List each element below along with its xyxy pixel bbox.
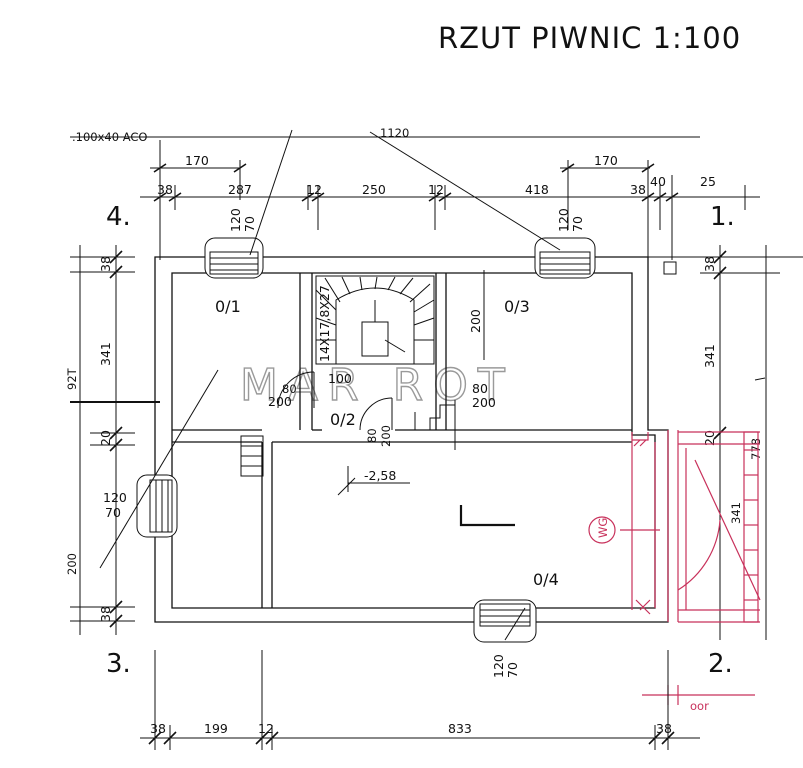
door-swings xyxy=(277,371,456,450)
left-dim-341: 341 xyxy=(98,342,113,366)
left-partial-a: 92T xyxy=(65,367,79,390)
bottom-dim-199: 199 xyxy=(204,721,228,736)
right-dim-341: 341 xyxy=(702,344,717,368)
bottom-dim-12: 12 xyxy=(258,721,274,736)
dim-170-right: 170 xyxy=(594,153,618,168)
door-c-height: 200 xyxy=(379,425,393,447)
window-bottom xyxy=(473,599,537,643)
window-2-height: 70 xyxy=(570,216,585,232)
dim-25: 25 xyxy=(700,174,716,189)
door-c-width: 80 xyxy=(365,428,379,443)
dim-40: 40 xyxy=(650,174,666,189)
level-value: -2,58 xyxy=(364,468,396,483)
room-0-4-label: 0/4 xyxy=(533,570,559,589)
bottom-dim-38-left: 38 xyxy=(150,721,166,736)
window-1-height: 70 xyxy=(242,216,257,232)
axis-label-2: 2. xyxy=(708,649,733,679)
watermark: MAR ROT xyxy=(240,360,515,411)
red-annotations xyxy=(588,430,761,705)
radiator-block xyxy=(240,435,264,477)
dim-38-top-left: 38 xyxy=(157,182,173,197)
door-b-height: 200 xyxy=(472,395,496,410)
window-top-right xyxy=(534,237,596,279)
top-partial-note: .100x40 ACO xyxy=(72,130,147,144)
room-0-1-label: 0/1 xyxy=(215,297,241,316)
left-dim-38-top: 38 xyxy=(98,256,113,272)
door-a-width: 80 xyxy=(282,382,297,396)
dim-12-a: 12 xyxy=(306,182,322,197)
room-0-3-label: 0/3 xyxy=(504,297,530,316)
window-left xyxy=(136,474,178,538)
right-dim-38: 38 xyxy=(702,256,717,272)
axis-label-1: 1. xyxy=(710,202,735,232)
dim-38-top-right: 38 xyxy=(630,182,646,197)
right-dim-20: 20 xyxy=(702,430,717,446)
left-dimension-chain xyxy=(70,245,160,635)
door-a-height: 200 xyxy=(268,394,292,409)
left-dim-38-bottom: 38 xyxy=(98,606,113,622)
gas-meter-label: WG xyxy=(596,518,610,538)
dim-418: 418 xyxy=(525,182,549,197)
dim-287: 287 xyxy=(228,182,252,197)
left-partial-b: 200 xyxy=(65,553,79,575)
window-1-width: 120 xyxy=(228,208,243,232)
top-dimension-chain xyxy=(70,136,760,260)
dim-250: 250 xyxy=(362,182,386,197)
dim-170-left: 170 xyxy=(185,153,209,168)
stair-spec: 14X17,8X27 xyxy=(317,285,332,362)
north-mark xyxy=(459,505,515,527)
level-marker xyxy=(337,466,410,496)
right-dimension-chain xyxy=(648,245,803,640)
door-b-width: 80 xyxy=(472,381,488,396)
bottom-dimension-chain xyxy=(140,650,700,750)
bottom-dim-833: 833 xyxy=(448,721,472,736)
left-dim-20: 20 xyxy=(98,430,113,446)
window-bottom-height: 70 xyxy=(505,662,520,678)
drawing-title: RZUT PIWNIC 1:100 xyxy=(438,21,741,55)
window-bottom-width: 120 xyxy=(491,654,506,678)
axis-label-4: 4. xyxy=(106,202,131,232)
section-lines xyxy=(99,129,561,641)
room-0-2-label: 0/2 xyxy=(330,410,356,429)
staircase xyxy=(315,275,435,365)
window-left-height: 70 xyxy=(105,505,121,520)
opening-100: 100 xyxy=(328,371,352,386)
window-left-width: 120 xyxy=(103,490,127,505)
bottom-dim-38-right: 38 xyxy=(656,721,672,736)
window-top-left xyxy=(204,237,264,279)
dim-12-b: 12 xyxy=(428,182,444,197)
right-dim-778: 778 xyxy=(749,438,763,460)
axis-label-3: 3. xyxy=(106,649,131,679)
top-total-partial: 1120 xyxy=(380,126,409,140)
stair-length: 200 xyxy=(468,309,483,333)
corner-note: oor xyxy=(690,699,709,713)
window-2-width: 120 xyxy=(556,208,571,232)
right-dim-341-b: 341 xyxy=(729,502,743,524)
